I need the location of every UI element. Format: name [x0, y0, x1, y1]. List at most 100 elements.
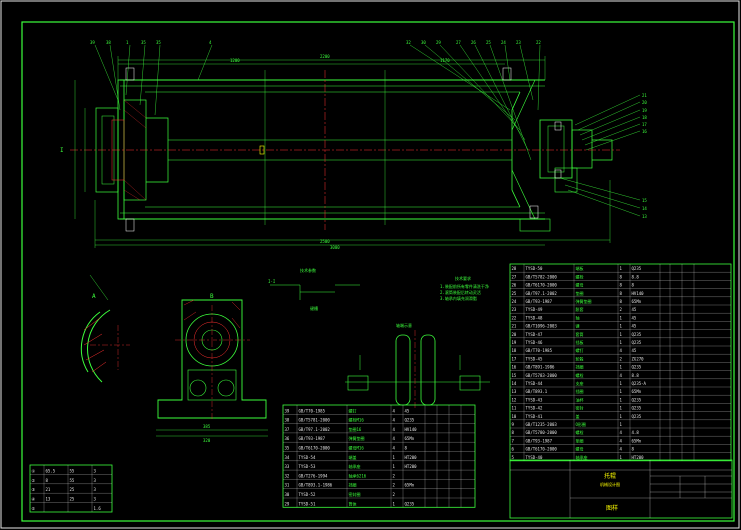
table-cell: 1	[620, 315, 623, 320]
table-cell: 4	[393, 427, 396, 432]
table-cell: 27	[512, 274, 517, 279]
table-cell: 4	[393, 408, 396, 413]
svg-text:22: 22	[536, 40, 541, 45]
table-cell: 5	[512, 455, 515, 460]
table-cell: 1	[620, 332, 623, 337]
table-cell: 2	[620, 356, 623, 361]
table-cell: 键	[576, 323, 580, 329]
dim-text: 3000	[330, 245, 340, 250]
table-cell: 1.6	[94, 506, 102, 511]
svg-text:35: 35	[156, 40, 161, 45]
table-cell: 25	[512, 291, 517, 296]
table-cell: 轴承6216	[349, 472, 367, 478]
table-cell: 8	[512, 430, 515, 435]
svg-text:技术参数: 技术参数	[300, 267, 316, 273]
table-cell: 45	[632, 324, 637, 329]
table-cell: GB/T70-1985	[299, 408, 326, 413]
table-cell: 4	[393, 436, 396, 441]
table-cell: GB/T5782-2000	[526, 274, 558, 279]
table-cell: TYSD-45	[526, 356, 543, 361]
table-cell: 19	[512, 340, 517, 345]
detail-sketch: 技术参数 I-I 键槽 技术要求 1.装配前所有零件清洗干净 2.滚筒装配后转动…	[268, 267, 490, 410]
table-cell: GB/T5783-2000	[526, 373, 558, 378]
table-cell: 28	[512, 266, 517, 271]
table-cell: 8	[632, 447, 635, 452]
table-cell: 65Mn	[632, 299, 642, 304]
table-cell: GB/T893.1	[526, 389, 548, 394]
table-cell: 1	[393, 455, 396, 460]
table-cell: TYSD-43	[526, 397, 543, 402]
table-cell: 胀套	[576, 306, 584, 312]
table-cell: 1	[620, 381, 623, 386]
table-cell: ①	[32, 468, 36, 473]
table-cell: 36	[285, 436, 290, 441]
table-cell: 油杯	[576, 396, 584, 402]
notes-title: 技术要求	[455, 275, 471, 281]
table-cell: 螺栓	[576, 273, 584, 279]
table-cell: 24	[512, 299, 517, 304]
table-cell: GB/T1096-2003	[526, 324, 558, 329]
table-cell: 挡圈	[576, 364, 584, 370]
svg-text:18: 18	[642, 115, 647, 120]
table-cell: Q235	[632, 266, 642, 271]
table-cell: 套筒	[576, 331, 584, 337]
table-cell: TYSD-53	[299, 464, 316, 469]
table-cell: TYSD-51	[299, 501, 316, 506]
left-view-tag: I	[60, 147, 64, 154]
svg-text:轴端示意: 轴端示意	[396, 322, 412, 328]
table-cell: 15	[512, 373, 517, 378]
section-b-view: B 385 320	[156, 293, 268, 443]
table-cell: 21	[512, 324, 517, 329]
table-cell: 1	[620, 455, 623, 460]
table-cell: 32	[285, 473, 290, 478]
title-block: 托辊 机械设计图 图样	[509, 459, 733, 519]
svg-text:39: 39	[90, 40, 95, 45]
table-cell: 34	[285, 455, 290, 460]
table-cell: 38	[285, 418, 290, 423]
table-cell: 13	[512, 389, 517, 394]
svg-text:14: 14	[642, 206, 647, 211]
table-cell: 2	[393, 473, 396, 478]
svg-text:16: 16	[642, 129, 647, 134]
table-cell: GB/T5781-2000	[299, 418, 331, 423]
table-cell: GB/T1235-2003	[526, 422, 558, 427]
table-cell: 挡圈	[576, 388, 584, 394]
table-cell: GB/T97.1-2002	[299, 427, 331, 432]
table-cell: 4	[393, 418, 396, 423]
table-cell: ④	[32, 497, 36, 502]
table-cell: 65.5	[46, 468, 56, 473]
table-cell: 挡板	[576, 339, 584, 345]
table-cell: HT200	[405, 464, 418, 469]
table-cell: ⑤	[32, 506, 36, 511]
table-cell: TYSD-46	[526, 340, 543, 345]
table-cell: 8.8	[632, 373, 640, 378]
table-cell: 7	[512, 438, 515, 443]
table-cell: 20	[512, 332, 517, 337]
table-cell: 3	[94, 497, 97, 502]
table-cell: 65Mn	[405, 483, 415, 488]
svg-text:20: 20	[642, 100, 647, 105]
svg-text:I-I: I-I	[268, 279, 276, 284]
table-cell: 8	[620, 274, 623, 279]
table-cell: 密封	[576, 405, 584, 411]
table-cell: 9	[512, 422, 515, 427]
table-cell: Q235	[632, 414, 642, 419]
table-cell: HT200	[632, 455, 645, 460]
table-cell: Q235	[632, 332, 642, 337]
table-cell: 螺钉	[349, 407, 357, 413]
table-cell: ②	[32, 478, 36, 483]
table-cell: 11	[512, 406, 517, 411]
table-cell: 3	[94, 468, 97, 473]
table-cell: 1	[620, 389, 623, 394]
table-cell: 端盖	[349, 454, 357, 460]
table-cell: 65Mn	[632, 438, 642, 443]
table-cell: HV140	[632, 291, 645, 296]
table-cell: 螺母	[576, 446, 584, 452]
table-cell: TYSD-54	[299, 455, 316, 460]
table-cell: 螺栓M16	[349, 417, 365, 423]
svg-text:3.轴承内填充润滑脂: 3.轴承内填充润滑脂	[440, 295, 477, 301]
table-cell: 4	[620, 430, 623, 435]
svg-text:27: 27	[456, 40, 461, 45]
table-cell: 65Mn	[632, 389, 642, 394]
